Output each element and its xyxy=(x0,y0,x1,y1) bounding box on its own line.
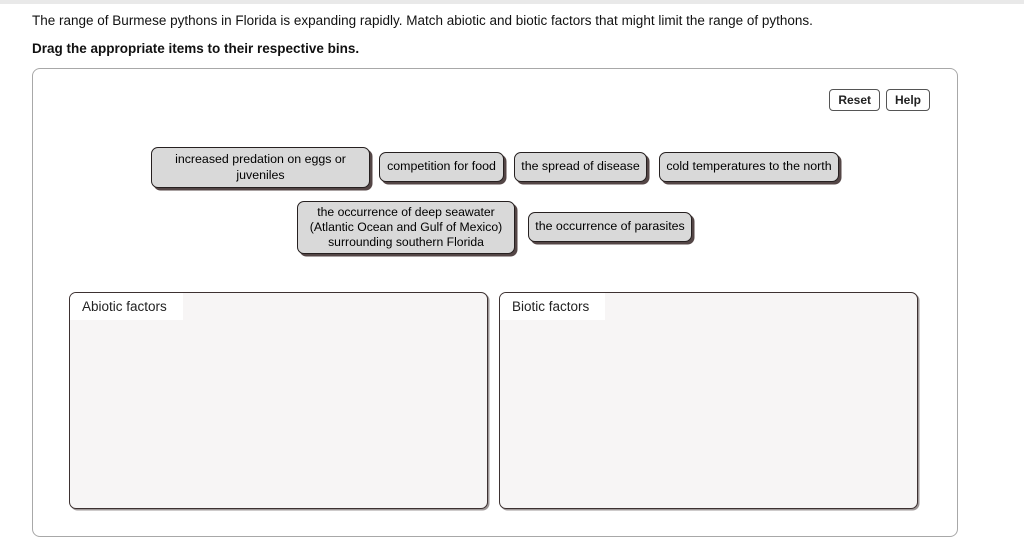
top-divider xyxy=(0,0,1024,4)
bin-biotic-label: Biotic factors xyxy=(500,293,606,320)
bin-biotic-factors[interactable]: Biotic factors xyxy=(499,292,918,509)
question-text: The range of Burmese pythons in Florida … xyxy=(32,13,813,28)
drag-item-increased-predation[interactable]: increased predation on eggs or juveniles xyxy=(151,147,370,188)
drag-item-cold-temperatures[interactable]: cold temperatures to the north xyxy=(659,152,839,182)
drag-item-deep-seawater[interactable]: the occurrence of deep seawater (Atlanti… xyxy=(297,201,515,254)
help-button[interactable]: Help xyxy=(885,89,930,111)
reset-button[interactable]: Reset xyxy=(829,89,880,111)
activity-panel: Reset Help increased predation on eggs o… xyxy=(32,68,958,537)
instruction-text: Drag the appropriate items to their resp… xyxy=(32,41,360,56)
bin-abiotic-label: Abiotic factors xyxy=(70,293,183,320)
drag-item-spread-of-disease[interactable]: the spread of disease xyxy=(514,152,647,182)
bin-abiotic-factors[interactable]: Abiotic factors xyxy=(69,292,488,509)
drag-item-parasites[interactable]: the occurrence of parasites xyxy=(528,212,692,242)
drag-item-competition-for-food[interactable]: competition for food xyxy=(379,152,504,182)
